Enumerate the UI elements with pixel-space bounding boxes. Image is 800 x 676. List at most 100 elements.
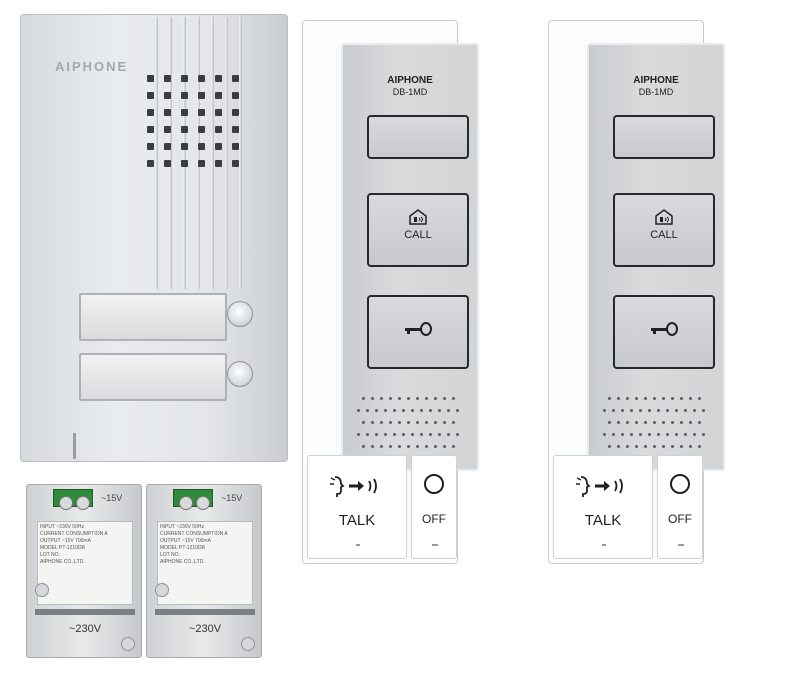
speaker-hole	[657, 433, 660, 436]
call-button-1[interactable]	[227, 301, 253, 327]
handset-speaker	[357, 397, 467, 469]
grille-hole	[147, 160, 154, 167]
speaker-hole	[698, 397, 701, 400]
speaker-hole	[671, 445, 674, 448]
off-label: OFF	[422, 512, 446, 526]
grille-hole	[215, 143, 222, 150]
grille-hole	[147, 92, 154, 99]
speaker-hole	[425, 397, 428, 400]
speaker-hole	[434, 421, 437, 424]
grille-hole	[181, 143, 188, 150]
talk-label: TALK	[338, 512, 376, 529]
speaker-hole	[420, 433, 423, 436]
grille-hole	[232, 75, 239, 82]
call-button[interactable]: CALL	[613, 193, 715, 267]
speaker-hole	[443, 421, 446, 424]
indicator-mark	[356, 544, 360, 546]
speaker-hole	[689, 421, 692, 424]
speaker-hole	[684, 433, 687, 436]
speaker-hole	[411, 433, 414, 436]
door-release-button[interactable]	[367, 295, 469, 369]
grille-hole	[198, 92, 205, 99]
off-button[interactable]: OFF	[657, 455, 703, 559]
grille-hole	[232, 160, 239, 167]
input-voltage-label: ~230V	[189, 623, 222, 635]
speaker-hole	[689, 445, 692, 448]
speaker-hole	[680, 421, 683, 424]
speaker-hole	[662, 445, 665, 448]
brand-stripe	[35, 609, 135, 615]
indicator-mark	[678, 544, 684, 546]
talk-button[interactable]: TALK	[307, 455, 407, 559]
mounting-slot	[73, 433, 76, 459]
talk-icon	[308, 474, 406, 504]
talk-button[interactable]: TALK	[553, 455, 653, 559]
grille-hole	[164, 92, 171, 99]
speaker-hole	[402, 433, 405, 436]
speaker-hole	[375, 433, 378, 436]
speaker-hole	[662, 397, 665, 400]
off-label: OFF	[668, 512, 692, 526]
handset-model: DB-1MD	[392, 87, 428, 97]
speaker-hole	[398, 421, 401, 424]
speaker-hole	[675, 433, 678, 436]
blank-button[interactable]	[367, 115, 469, 159]
speaker-hole	[357, 409, 360, 412]
speaker-hole	[384, 433, 387, 436]
rating-label: INPUT ~230V 50Hz CURRENT CONSUMPTION A O…	[37, 521, 133, 605]
speaker-hole	[398, 397, 401, 400]
speaker-hole	[675, 409, 678, 412]
speaker-hole	[371, 421, 374, 424]
mounting-tab	[35, 583, 49, 597]
speaker-hole	[666, 409, 669, 412]
grille-hole	[147, 75, 154, 82]
speaker-hole	[443, 397, 446, 400]
speaker-hole	[402, 409, 405, 412]
talk-icon	[554, 474, 652, 504]
grille-hole	[198, 143, 205, 150]
speaker-hole	[375, 409, 378, 412]
speaker-hole	[626, 397, 629, 400]
door-release-button[interactable]	[613, 295, 715, 369]
speaker-hole	[434, 445, 437, 448]
grille-hole	[232, 126, 239, 133]
speaker-hole	[603, 433, 606, 436]
grille-hole	[164, 126, 171, 133]
off-button[interactable]: OFF	[411, 455, 457, 559]
grille-hole	[198, 126, 205, 133]
grille-hole	[181, 109, 188, 116]
grille-hole	[181, 126, 188, 133]
speaker-hole	[389, 397, 392, 400]
speaker-hole	[612, 433, 615, 436]
speaker-hole	[447, 409, 450, 412]
speaker-hole	[393, 409, 396, 412]
grille-hole	[164, 75, 171, 82]
speaker-hole	[443, 445, 446, 448]
speaker-hole	[362, 445, 365, 448]
door-station-ribs	[155, 17, 247, 289]
blank-button[interactable]	[613, 115, 715, 159]
call-button-2[interactable]	[227, 361, 253, 387]
rating-label: INPUT ~230V 50Hz CURRENT CONSUMPTION A O…	[157, 521, 253, 605]
speaker-hole	[608, 397, 611, 400]
speaker-hole	[608, 421, 611, 424]
grille-hole	[198, 75, 205, 82]
grille-hole	[147, 143, 154, 150]
indicator-mark	[432, 544, 438, 546]
speaker-hole	[425, 445, 428, 448]
speaker-hole	[366, 409, 369, 412]
grille-hole	[164, 143, 171, 150]
speaker-hole	[452, 421, 455, 424]
brand-stripe	[155, 609, 255, 615]
call-button[interactable]: CALL	[367, 193, 469, 267]
speaker-hole	[371, 397, 374, 400]
speaker-hole	[366, 433, 369, 436]
speaker-hole	[447, 433, 450, 436]
off-icon	[424, 474, 444, 494]
speaker-hole	[425, 421, 428, 424]
speaker-hole	[380, 421, 383, 424]
key-icon	[615, 321, 713, 341]
grille-hole	[147, 109, 154, 116]
nameplate-2	[79, 353, 227, 401]
speaker-hole	[689, 397, 692, 400]
